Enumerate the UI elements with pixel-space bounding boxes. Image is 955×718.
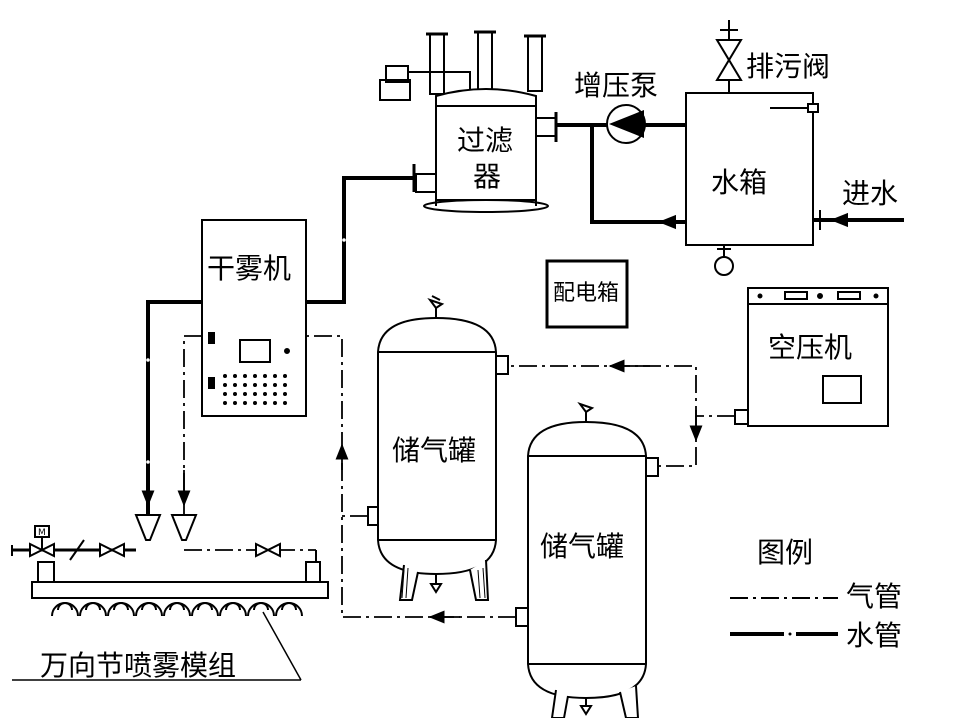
spray-arc (219, 602, 247, 617)
control-button-dot (243, 374, 247, 378)
control-button-dot (223, 374, 227, 378)
spray-arc (135, 602, 163, 617)
spray-arc (163, 602, 191, 617)
water-pipes (146, 123, 686, 515)
air-compressor (734, 287, 889, 427)
spray-arc (247, 602, 275, 617)
control-button-dot (283, 392, 287, 396)
water-inlet-label: 进水 (842, 177, 898, 210)
spray-module (11, 514, 329, 599)
control-button-dot (223, 401, 227, 405)
spray-arc (191, 602, 219, 617)
control-button-dot (273, 383, 277, 387)
control-button-dot (263, 374, 267, 378)
booster-pump-label: 增压泵 (574, 69, 658, 102)
drain-valve-icon (715, 20, 743, 93)
booster-pump-icon (606, 104, 646, 144)
control-button-dot (253, 383, 257, 387)
legend-water-line (730, 632, 838, 636)
air-compressor-label: 空压机 (768, 331, 852, 364)
control-button-dot (243, 392, 247, 396)
control-button-dot (263, 401, 267, 405)
control-button-dot (263, 392, 267, 396)
tank2-label: 储气罐 (540, 530, 624, 563)
legend-air-label: 气管 (846, 580, 902, 613)
water-tank-label: 水箱 (711, 166, 767, 199)
spray-arcs (51, 602, 303, 617)
spray-arc (107, 602, 135, 617)
drain-valve-label: 排污阀 (746, 50, 830, 83)
legend-title: 图例 (757, 536, 813, 569)
spray-module-callout (12, 611, 302, 681)
control-button-dot (253, 392, 257, 396)
control-button-dot (283, 383, 287, 387)
spray-arc (79, 602, 107, 617)
control-box-label: 配电箱 (553, 281, 619, 306)
control-button-dot (283, 401, 287, 405)
water-inlet-pipe (813, 210, 904, 230)
spray-arc (51, 602, 79, 617)
control-button-dot (243, 401, 247, 405)
storage-tank-1 (367, 295, 509, 601)
control-button-dot (243, 383, 247, 387)
filter-unit (379, 30, 558, 213)
filter-label-line1: 过滤 (457, 124, 513, 157)
control-button-dot (253, 401, 257, 405)
legend-water-label: 水管 (846, 619, 902, 652)
control-button-dot (223, 383, 227, 387)
control-button-dot (233, 374, 237, 378)
tank1-leg-hatch (401, 567, 486, 599)
motor-valve-letter: M (38, 528, 46, 538)
control-button-dot (233, 401, 237, 405)
control-button-dot (273, 401, 277, 405)
control-button-dot (273, 392, 277, 396)
spray-module-label: 万向节喷雾模组 (40, 649, 236, 682)
control-button-dot (263, 383, 267, 387)
dry-fog-machine-label: 干雾机 (207, 252, 291, 285)
control-button-dot (223, 392, 227, 396)
tank1-label: 储气罐 (392, 434, 476, 467)
dry-fog-button-grid (223, 374, 287, 405)
control-button-dot (283, 374, 287, 378)
dry-fog-machine (201, 219, 307, 417)
spray-arc (275, 602, 303, 617)
control-button-dot (233, 392, 237, 396)
control-box (545, 259, 629, 329)
storage-tank-2 (515, 402, 659, 718)
filter-label-line2: 器 (473, 160, 501, 193)
control-button-dot (273, 374, 277, 378)
control-button-dot (253, 374, 257, 378)
control-button-dot (233, 383, 237, 387)
water-tank (685, 92, 819, 276)
